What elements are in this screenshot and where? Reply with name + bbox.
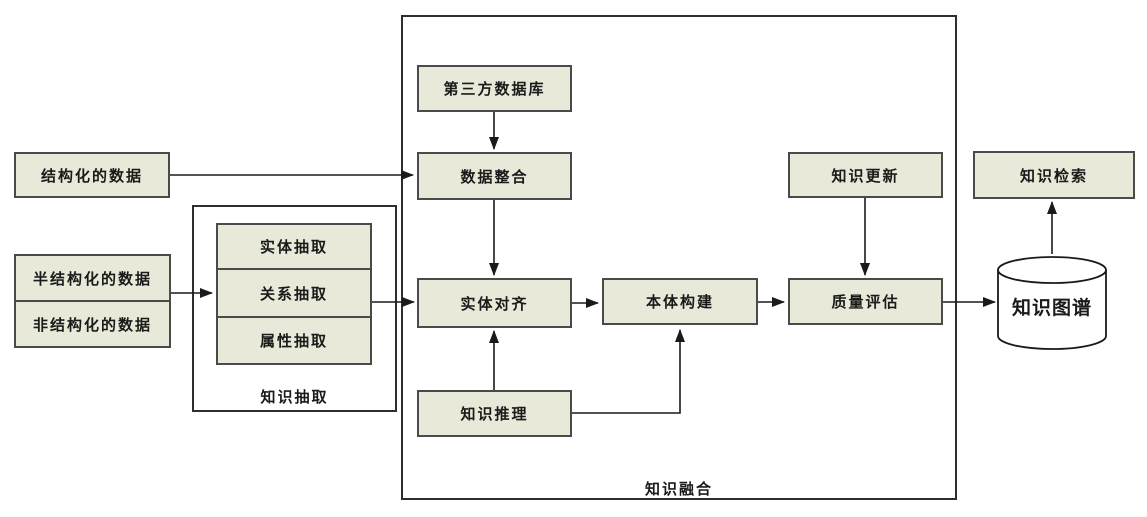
knowledge-graph-cylinder-label: 知识图谱 — [1011, 298, 1092, 319]
node-knowledge-reasoning: 知识推理 — [417, 390, 572, 437]
node-entity-alignment-label: 实体对齐 — [460, 295, 529, 313]
node-structured-data-label: 结构化的数据 — [40, 167, 143, 185]
node-knowledge-update-label: 知识更新 — [831, 167, 900, 185]
node-semi-structured-data: 半结构化的数据 — [14, 254, 171, 302]
node-attribute-extraction: 属性抽取 — [216, 316, 372, 365]
node-data-integration-label: 数据整合 — [460, 168, 529, 186]
node-entity-extraction-label: 实体抽取 — [259, 239, 328, 256]
node-relation-extraction-label: 关系抽取 — [259, 285, 328, 303]
node-third-party-database-label: 第三方数据库 — [443, 81, 546, 98]
knowledge-graph-cylinder-top — [997, 256, 1107, 284]
arrow-reasoning-to-ontology — [572, 329, 685, 414]
node-data-integration: 数据整合 — [417, 152, 572, 200]
node-knowledge-update: 知识更新 — [788, 152, 943, 198]
node-entity-alignment: 实体对齐 — [417, 278, 572, 328]
node-unstructured-data-label: 非结构化的数据 — [32, 316, 152, 334]
knowledge-fusion-group-label: 知识融合 — [644, 481, 713, 498]
knowledge-graph-cylinder-body — [997, 270, 1107, 350]
node-quality-evaluation-label: 质量评估 — [831, 294, 900, 311]
node-relation-extraction: 关系抽取 — [216, 268, 372, 318]
node-unstructured-data: 非结构化的数据 — [14, 300, 171, 348]
node-structured-data: 结构化的数据 — [14, 152, 170, 198]
node-semi-structured-data-label: 半结构化的数据 — [32, 270, 152, 288]
node-third-party-database: 第三方数据库 — [417, 65, 572, 112]
node-quality-evaluation: 质量评估 — [788, 278, 943, 325]
node-knowledge-reasoning-label: 知识推理 — [460, 406, 529, 423]
node-ontology-construction: 本体构建 — [602, 278, 758, 325]
knowledge-extraction-group-label: 知识抽取 — [260, 389, 329, 406]
node-attribute-extraction-label: 属性抽取 — [259, 333, 328, 350]
node-knowledge-retrieval-label: 知识检索 — [1019, 167, 1088, 185]
node-entity-extraction: 实体抽取 — [216, 223, 372, 270]
node-ontology-construction-label: 本体构建 — [645, 294, 714, 311]
node-knowledge-retrieval: 知识检索 — [973, 151, 1135, 199]
